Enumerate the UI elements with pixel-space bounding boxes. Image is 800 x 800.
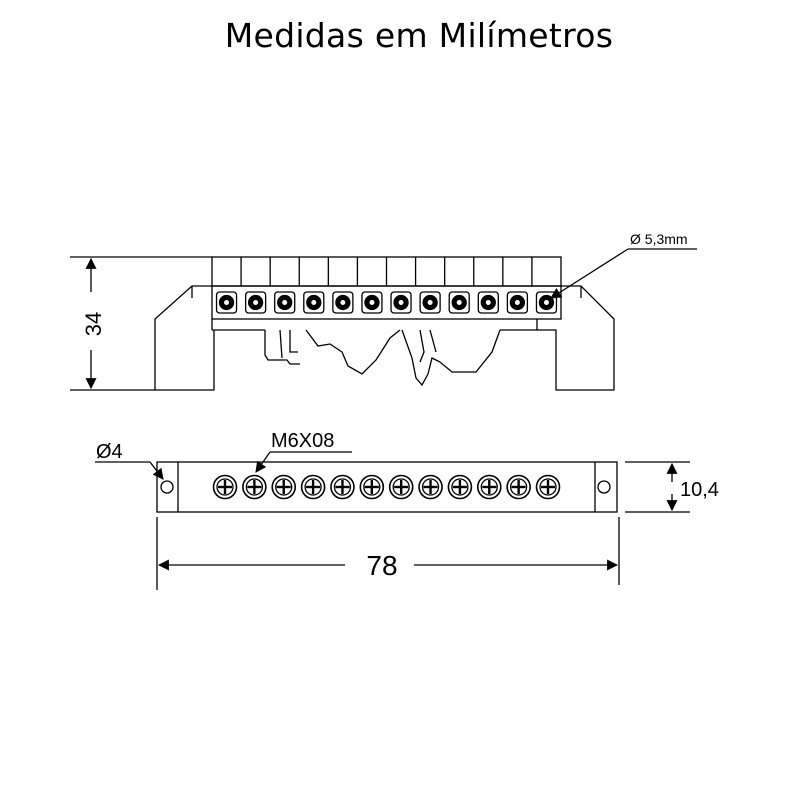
screw-head xyxy=(476,474,502,500)
terminal-hole xyxy=(215,291,238,314)
height-dimension xyxy=(70,256,212,391)
screw-head xyxy=(535,474,561,500)
mount-hole-label: Ø4 xyxy=(96,441,123,463)
terminal-cap-row xyxy=(211,256,562,287)
screw-head xyxy=(212,474,238,500)
screw-head xyxy=(388,474,414,500)
page-title: Medidas em Milímetros xyxy=(224,16,614,55)
terminal-hole xyxy=(274,291,296,314)
screw-label: M6X08 xyxy=(271,430,334,452)
width-dimension xyxy=(625,461,690,513)
screw-head xyxy=(506,474,531,500)
terminal-hole xyxy=(506,291,529,314)
right-mount-hole xyxy=(597,480,611,494)
screw-head xyxy=(447,474,473,500)
terminal-hole xyxy=(419,291,441,314)
hole-diameter-label: Ø 5,3mm xyxy=(630,231,688,247)
width-label: 10,4 xyxy=(680,479,719,501)
height-label: 34 xyxy=(81,312,106,336)
left-mount-hole xyxy=(160,480,174,494)
top-view xyxy=(156,461,618,513)
terminal-hole xyxy=(390,291,412,314)
terminal-hole xyxy=(303,291,325,314)
base-body-outline xyxy=(154,285,615,391)
screw-head xyxy=(330,474,355,500)
screw-head xyxy=(300,474,326,500)
din-rail-clip xyxy=(264,329,537,387)
front-view xyxy=(154,256,615,391)
length-label: 78 xyxy=(366,550,397,581)
terminal-hole xyxy=(535,291,558,314)
terminal-hole xyxy=(448,291,470,314)
screw-head xyxy=(359,474,385,500)
screw-head xyxy=(242,474,267,500)
mount-hole-leader xyxy=(95,461,164,480)
terminal-hole-row xyxy=(215,291,558,314)
length-dimension xyxy=(156,517,620,590)
screw-head xyxy=(271,474,297,500)
terminal-hole xyxy=(477,291,499,314)
hole-diameter-leader xyxy=(550,248,697,299)
terminal-hole xyxy=(332,291,354,314)
screw-leader xyxy=(255,451,352,473)
screw-head xyxy=(418,474,443,500)
terminal-hole xyxy=(361,291,383,314)
bar-outline xyxy=(156,461,618,513)
terminal-bar xyxy=(211,285,562,320)
terminal-hole xyxy=(244,291,267,314)
screw-row xyxy=(212,474,561,500)
